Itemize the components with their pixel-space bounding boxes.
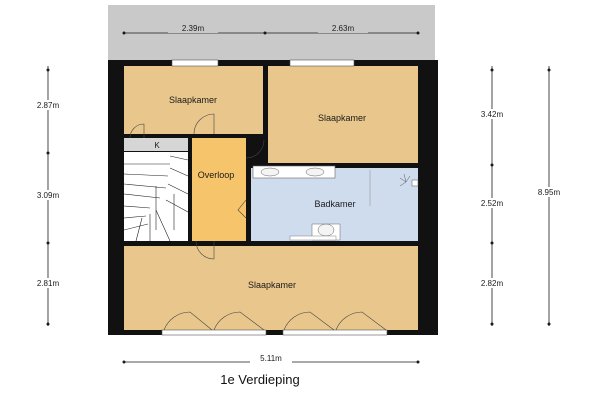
bathroom-fixtures <box>252 165 419 241</box>
dim-right-1: 3.42m <box>481 110 504 119</box>
dimension-bottom <box>122 353 420 364</box>
dim-bottom-total: 5.11m <box>260 354 282 363</box>
dim-left-3: 2.81m <box>37 279 60 288</box>
label-k-closet: K <box>154 141 160 150</box>
window-swing-left-2 <box>213 311 265 331</box>
dim-right-total: 8.95m <box>538 188 561 197</box>
window-swing-right-2 <box>335 311 387 331</box>
dim-right-2: 2.52m <box>481 199 504 208</box>
room-slaapkamer-top-right <box>268 66 418 163</box>
door-top-left <box>193 113 215 135</box>
window-bottom-left <box>161 329 267 336</box>
label-overloop: Overloop <box>198 170 235 180</box>
room-overloop <box>192 138 246 241</box>
window-top-left <box>171 59 219 67</box>
terrace-area <box>108 5 435 63</box>
window-swing-left-1 <box>163 311 213 331</box>
door-closet <box>129 123 145 139</box>
dim-right-3: 2.82m <box>481 279 504 288</box>
window-top-right <box>289 59 355 67</box>
dim-left-1: 2.87m <box>37 101 60 110</box>
room-slaapkamer-bottom <box>124 246 418 330</box>
room-k-closet <box>124 138 188 151</box>
floor-title: 1e Verdieping <box>220 372 300 387</box>
door-badkamer <box>237 199 247 219</box>
stair-steps <box>123 155 189 242</box>
label-badkamer: Badkamer <box>314 199 355 209</box>
label-slaapkamer-top-right: Slaapkamer <box>318 113 366 123</box>
dimension-top <box>122 23 420 35</box>
door-top-right <box>245 139 265 159</box>
dimension-left <box>30 66 66 326</box>
dimension-right-total <box>531 66 567 326</box>
room-slaapkamer-top-left <box>124 66 263 134</box>
dimension-right <box>474 66 510 326</box>
window-bottom-right <box>282 329 388 336</box>
dim-top-left: 2.39m <box>182 24 205 33</box>
dim-top-right: 2.63m <box>332 24 355 33</box>
label-slaapkamer-top-left: Slaapkamer <box>169 95 217 105</box>
label-slaapkamer-bottom: Slaapkamer <box>248 280 296 290</box>
window-swing-right-1 <box>283 311 335 331</box>
door-overloop-bottom <box>195 240 215 260</box>
dim-left-2: 3.09m <box>37 191 60 200</box>
